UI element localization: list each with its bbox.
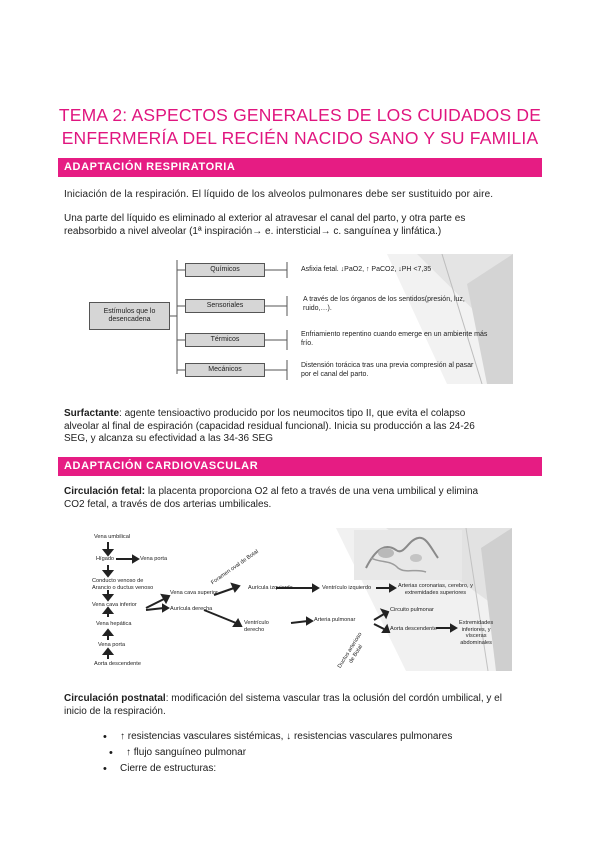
list-item: ↑ flujo sanguíneo pulmonar (109, 745, 543, 761)
label-vena-cava-inferior: Vena cava inferior (92, 602, 137, 608)
list-item: ↑ resistencias vasculares sistémicas, ↓ … (103, 729, 543, 745)
title-line-1: TEMA 2: ASPECTOS GENERALES DE LOS CUIDAD… (58, 105, 542, 125)
stimulus-desc-mecanicos: Distensión torácica tras una previa comp… (301, 362, 474, 378)
stimulus-box-quimicos: Químicos (185, 263, 265, 277)
title-line-2: ENFERMERÍA DEL RECIÉN NACIDO SANO Y SU F… (61, 128, 539, 148)
label-higado: Hígado (96, 556, 115, 562)
stimulus-box-termicos: Térmicos (185, 333, 265, 347)
label-arterias-coronarias: Arterias coronarias, cerebro, y extremid… (398, 583, 473, 596)
stimulus-desc-quimicos: Asfixia fetal. ↓PaO2, ↑ PaCO2, ↓PH <7,35 (301, 266, 432, 273)
fetal-circulation-diagram: Vena umbilical Hígado Vena porta Conduct… (86, 528, 512, 671)
label-vena-hepatica: Vena hepática (96, 621, 132, 627)
label-vena-porta-bottom: Vena porta (98, 642, 126, 648)
label-extremidades-inferiores: Extremidades inferiores, y vísceras abdo… (459, 620, 494, 646)
stimuli-diagram-background (170, 254, 513, 384)
label-auricula-izquierda: Aurícula izquierda (248, 585, 293, 591)
postnatal-bullet-list: ↑ resistencias vasculares sistémicas, ↓ … (103, 729, 543, 777)
page-title: TEMA 2: ASPECTOS GENERALES DE LOS CUIDAD… (40, 104, 560, 150)
label-auricula-derecha: Aurícula derecha (170, 606, 213, 612)
stimulus-desc-sensoriales: A través de los órganos de los sentidos(… (303, 296, 465, 312)
list-item: Cierre de estructuras: (103, 761, 543, 777)
stimulus-box-mecanicos: Mecánicos (185, 363, 265, 377)
paragraph-surfactante: Surfactante: agente tensioactivo produci… (64, 408, 475, 444)
paragraph-liquido: Una parte del líquido es eliminado al ex… (64, 213, 466, 237)
stimuli-root-box: Estímulos que lo desencadena (89, 302, 170, 330)
label-aorta-descendente-bottom: Aorta descendente (94, 661, 141, 667)
stimulus-box-sensoriales: Sensoriales (185, 299, 265, 313)
stimuli-diagram: Estímulos que lo desencadena Químicos Se… (87, 254, 513, 384)
intro-text: Iniciación de la respiración. El líquido… (64, 189, 494, 200)
label-vena-porta-top: Vena porta (140, 556, 168, 562)
section-heading-respiratoria: ADAPTACIÓN RESPIRATORIA (58, 158, 542, 177)
label-ventriculo-derecho: Ventrículo derecho (244, 620, 269, 633)
paragraph-circulacion-postnatal: Circulación postnatal: modificación del … (64, 693, 502, 717)
paragraph-circulacion-fetal: Circulación fetal: la placenta proporcio… (64, 486, 479, 510)
label-vena-umbilical: Vena umbilical (94, 534, 131, 540)
fetal-circulation-background (101, 528, 512, 671)
label-circuito-pulmonar: Circuito pulmonar (390, 607, 434, 613)
label-conducto-venoso: Conducto venoso de Arancio o ductus veno… (92, 578, 154, 591)
label-vena-cava-superior: Vena cava superior (170, 590, 218, 596)
label-ventriculo-izquierdo: Ventrículo izquierdo (322, 585, 372, 591)
section-heading-cardiovascular: ADAPTACIÓN CARDIOVASCULAR (58, 457, 542, 476)
stimulus-desc-termicos: Enfriamiento repentino cuando emerge en … (301, 331, 488, 347)
label-aorta-descendente: Aorta descendente (390, 626, 437, 632)
label-arteria-pulmonar: Arteria pulmonar (314, 617, 356, 623)
